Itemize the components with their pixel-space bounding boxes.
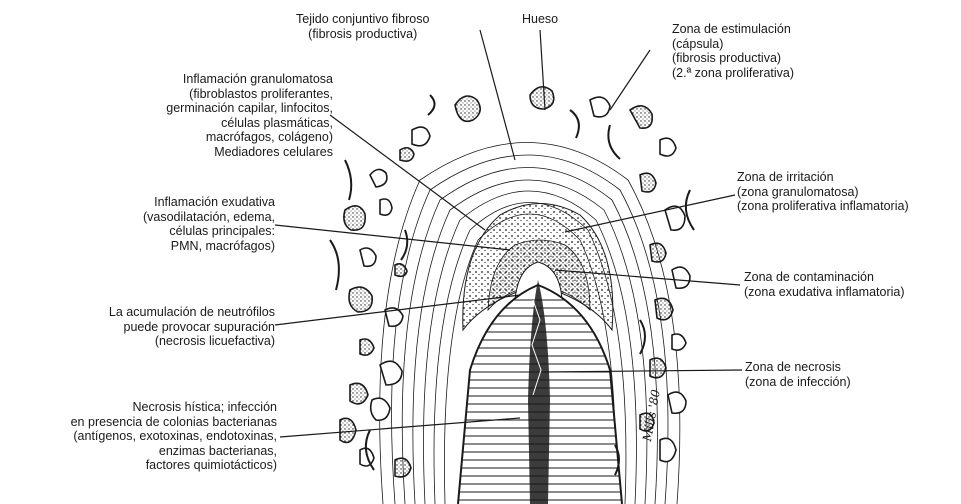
- label-zona-necrosis: Zona de necrosis (zona de infección): [745, 360, 851, 389]
- label-necrosis-histica: Necrosis hística; infección en presencia…: [71, 400, 277, 473]
- label-acumulacion-neutrofilos: La acumulación de neutrófilos puede prov…: [109, 305, 275, 349]
- label-inflamacion-granulomatosa: Inflamación granulomatosa (fibroblastos …: [166, 72, 333, 159]
- label-zona-irritacion: Zona de irritación (zona granulomatosa) …: [737, 170, 909, 214]
- label-inflamacion-exudativa: Inflamación exudativa (vasodilatación, e…: [143, 195, 275, 253]
- label-tejido-conjuntivo: Tejido conjuntivo fibroso (fibrosis prod…: [296, 12, 429, 41]
- label-hueso: Hueso: [522, 12, 558, 27]
- label-zona-contaminacion: Zona de contaminación (zona exudativa in…: [744, 270, 905, 299]
- label-zona-estimulacion: Zona de estimulación (cápsula) (fibrosis…: [672, 22, 794, 80]
- bone-trabeculae-left: [340, 96, 480, 477]
